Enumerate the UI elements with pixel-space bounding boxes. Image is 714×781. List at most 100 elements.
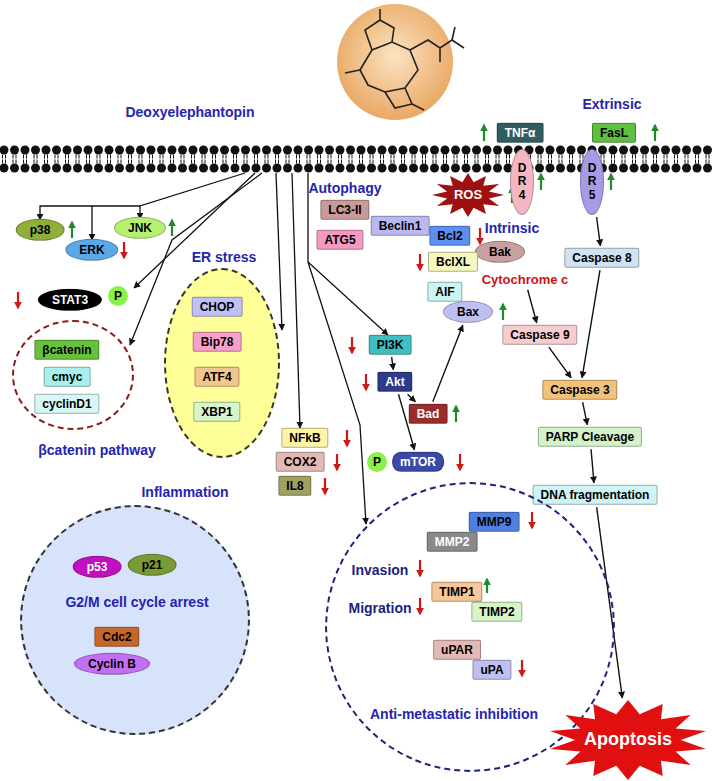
lipid-tail <box>139 155 140 164</box>
lipid-head <box>451 164 460 173</box>
ros-burst: ROS <box>432 173 504 217</box>
lipid-tail <box>635 155 636 164</box>
cytochrome-label: Cytochrome c <box>480 272 571 288</box>
protein-ellipse: JNK <box>114 217 166 239</box>
lipid-tail <box>244 155 245 164</box>
lipid-head <box>220 146 229 155</box>
lipid-head <box>672 146 681 155</box>
node-text: DR4 <box>518 162 527 202</box>
lipid-head <box>115 146 124 155</box>
pathway-arrow <box>392 357 394 370</box>
lipid-head <box>388 146 397 155</box>
lipid-tail <box>674 155 675 164</box>
node-text: ATG5 <box>324 233 355 247</box>
lipid-head <box>619 164 628 173</box>
lipid-tail <box>362 155 363 164</box>
lipid-head <box>63 146 72 155</box>
protein-box: Cdc2 <box>94 627 139 647</box>
pathway-arrow <box>549 347 571 378</box>
lipid-head <box>703 146 712 155</box>
lipid-tail <box>278 155 279 164</box>
protein-box: COX2 <box>276 452 325 472</box>
lipid-head <box>0 146 9 155</box>
lipid-tail <box>142 155 143 164</box>
node-text: IL8 <box>286 479 303 493</box>
lipid-head <box>661 164 670 173</box>
node-text: DR5 <box>588 162 597 202</box>
lipid-tail <box>664 155 665 164</box>
lipid-head <box>483 164 492 173</box>
lipid-tail <box>100 155 101 164</box>
lipid-tail <box>656 155 657 164</box>
lipid-tail <box>464 155 465 164</box>
molecule-structure <box>345 9 464 110</box>
lipid-tail <box>415 155 416 164</box>
lipid-tail <box>488 155 489 164</box>
node-text: TIMP2 <box>479 605 514 619</box>
lipid-head <box>241 164 250 173</box>
node-text: βcatenin <box>42 343 91 357</box>
lipid-head <box>252 146 261 155</box>
protein-box: ATF4 <box>194 367 239 387</box>
node-text: P <box>373 455 381 469</box>
protein-ellipse: Bak <box>475 241 525 263</box>
protein-box: AIF <box>427 282 462 302</box>
lipid-tail <box>359 155 360 164</box>
lipid-tail <box>352 155 353 164</box>
down-arrow <box>521 660 523 676</box>
lipid-tail <box>467 155 468 164</box>
node-text: TNFα <box>505 126 536 140</box>
node-text: mTOR <box>400 455 436 469</box>
region-heading: βcatenin pathway <box>38 442 155 458</box>
node-text: CHOP <box>200 300 235 314</box>
up-arrow <box>654 125 656 141</box>
lipid-head <box>472 164 481 173</box>
region-heading: Migration <box>349 600 412 616</box>
protein-ellipse: ERK <box>65 239 118 261</box>
lipid-tail <box>202 155 203 164</box>
lipid-head <box>325 146 334 155</box>
lipid-tail <box>236 155 237 164</box>
lipid-tail <box>499 155 500 164</box>
lipid-head <box>94 164 103 173</box>
lipid-tail <box>47 155 48 164</box>
lipid-tail <box>307 155 308 164</box>
lipid-tail <box>58 155 59 164</box>
lipid-tail <box>541 155 542 164</box>
lipid-head <box>535 146 544 155</box>
lipid-head <box>189 164 198 173</box>
lipid-tail <box>212 155 213 164</box>
protein-box: BclXL <box>428 252 478 272</box>
lipid-head <box>136 146 145 155</box>
lipid-tail <box>391 155 392 164</box>
node-text: Beclin1 <box>379 219 422 233</box>
lipid-head <box>651 164 660 173</box>
lactone-ring <box>385 88 424 110</box>
star-shape <box>550 700 706 780</box>
lipid-tail <box>394 155 395 164</box>
node-text: XBP1 <box>201 405 232 419</box>
node-text: PI3K <box>377 338 404 352</box>
protein-box: Caspase 8 <box>564 248 639 268</box>
up-arrow <box>502 304 504 320</box>
lipid-tail <box>275 155 276 164</box>
lipid-head <box>315 164 324 173</box>
lipid-tail <box>128 155 129 164</box>
lipid-tail <box>65 155 66 164</box>
lipid-tail <box>454 155 455 164</box>
node-text: Apoptosis <box>584 729 672 751</box>
node-text: cmyc <box>52 370 83 384</box>
up-arrow <box>540 174 542 190</box>
lipid-tail <box>425 155 426 164</box>
node-text: AIF <box>435 285 454 299</box>
down-arrow <box>531 512 533 528</box>
lipid-head <box>42 164 51 173</box>
lipid-head <box>231 164 240 173</box>
lipid-tail <box>338 155 339 164</box>
protein-box: cmyc <box>44 367 91 387</box>
lipid-head <box>178 146 187 155</box>
lipid-tail <box>44 155 45 164</box>
lipid-head <box>304 146 313 155</box>
lipid-tail <box>191 155 192 164</box>
lipid-head <box>21 164 30 173</box>
